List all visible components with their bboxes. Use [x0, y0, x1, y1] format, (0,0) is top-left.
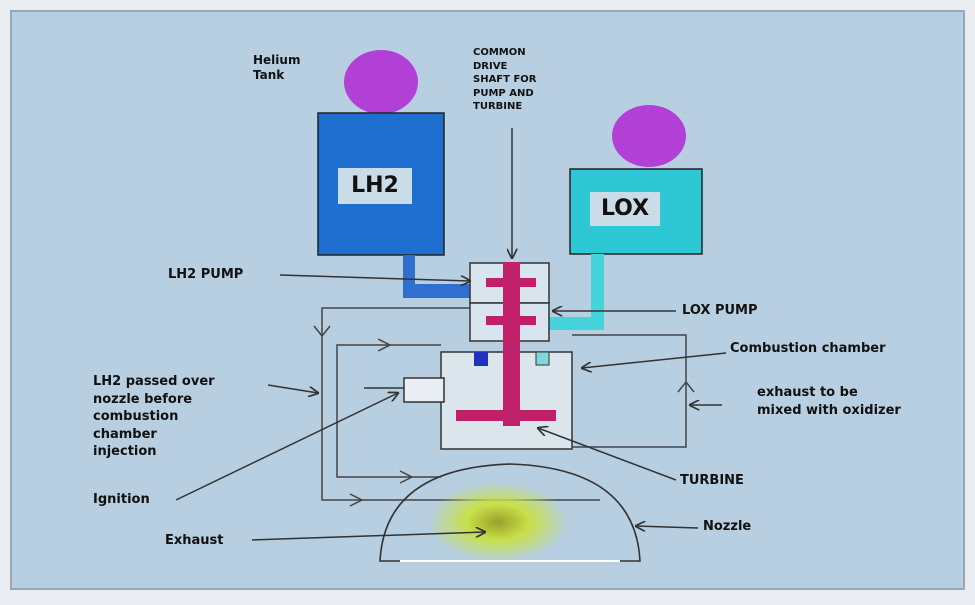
arrow-exhaust — [251, 532, 485, 541]
arrow-turbine — [538, 428, 677, 481]
label-line: Helium — [253, 53, 301, 67]
coolant-inner-loop — [336, 344, 441, 478]
lox-pump-label: LOX PUMP — [682, 303, 758, 318]
lh2-passed-label: LH2 passed over nozzle before combustion… — [93, 373, 215, 461]
label-line: SHAFT FOR — [473, 74, 537, 85]
flow-chevron — [313, 325, 331, 338]
lox-injector — [535, 351, 550, 366]
label-line: nozzle before — [93, 391, 193, 407]
label-line: LH2 passed over — [93, 374, 215, 389]
lox-tank-label: LOX — [590, 192, 660, 226]
exhaust-plume — [428, 482, 568, 562]
label-line: PUMP AND — [473, 87, 534, 99]
label-line: exhaust to be — [757, 385, 858, 400]
arrow-lh2-passed — [267, 384, 318, 393]
label-line: chamber — [93, 426, 157, 442]
exhaust-mixed-label: exhaust to be mixed with oxidizer — [757, 384, 901, 420]
flow-chevron — [399, 470, 414, 484]
exhaust-return-loop — [572, 334, 687, 448]
flow-chevron — [377, 338, 392, 352]
lh2-tank-label: LH2 — [338, 168, 412, 204]
drive-shaft — [503, 262, 520, 426]
helium-sphere-lox — [612, 105, 686, 167]
helium-sphere-lh2 — [344, 50, 418, 114]
label-line: COMMON — [473, 47, 526, 58]
label-line: TURBINE — [473, 101, 523, 112]
nozzle — [379, 463, 641, 562]
arrow-combustion-chamber — [582, 352, 727, 368]
helium-tank-label: Helium Tank — [253, 53, 300, 83]
common-drive-shaft-label: COMMON DRIVE SHAFT FOR PUMP AND TURBINE — [473, 46, 536, 114]
lh2-injector — [474, 352, 488, 366]
ignition-label: Ignition — [93, 492, 150, 507]
label-line: injection — [93, 444, 157, 460]
flow-chevron — [349, 493, 364, 507]
nozzle-label: Nozzle — [703, 519, 752, 534]
lox-pump-rotor — [486, 316, 536, 325]
arrow-nozzle — [636, 526, 699, 528]
flow-chevron — [677, 380, 695, 393]
lh2-pump-rotor — [486, 278, 536, 287]
arrow-lh2-pump — [279, 274, 470, 281]
combustion-chamber-label: Combustion chamber — [730, 341, 886, 356]
label-line: mixed with oxidizer — [757, 403, 901, 419]
label-line: combustion — [93, 409, 179, 425]
label-line: Tank — [253, 68, 285, 82]
lh2-feed-line — [403, 255, 474, 298]
turbine-rotor — [456, 410, 556, 421]
lox-feed-line — [548, 254, 604, 330]
turbine-label: TURBINE — [680, 473, 744, 488]
lh2-pump-label: LH2 PUMP — [168, 267, 244, 282]
label-line: DRIVE — [473, 60, 508, 72]
exhaust-label: Exhaust — [165, 533, 224, 548]
igniter — [403, 377, 445, 403]
arrow-ignition — [175, 393, 398, 501]
